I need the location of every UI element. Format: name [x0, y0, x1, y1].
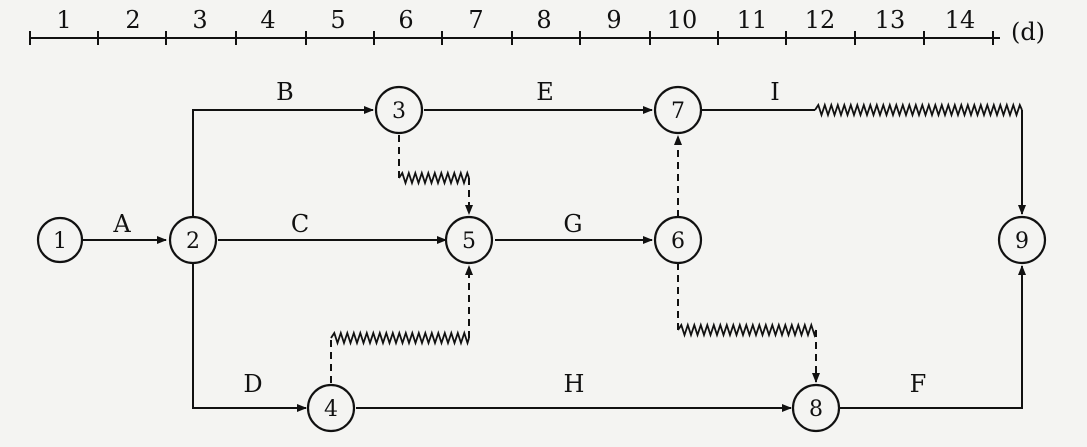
activity-label-h: H	[564, 370, 585, 398]
tick-label-2: 2	[125, 6, 140, 34]
node-5: 5	[444, 215, 494, 265]
tick-label-9: 9	[606, 6, 621, 34]
tick-label-7: 7	[468, 6, 483, 34]
activity-label-e: E	[536, 78, 554, 106]
wave-dummy-3-5	[398, 170, 470, 186]
node-3: 3	[374, 85, 424, 135]
node-7: 7	[653, 85, 703, 135]
node-label-2: 2	[186, 229, 200, 254]
timescale-ruler: 1 2 3 4 5 6 7 8 9 10 11 12 13 14 (d)	[29, 6, 1045, 46]
tick-label-4: 4	[260, 6, 275, 34]
event-nodes: 1 2 3 4 5 6 7 8	[36, 85, 1047, 433]
arrow-b	[192, 106, 374, 217]
tick-marks	[29, 31, 994, 45]
activity-label-d: D	[243, 370, 262, 398]
node-4: 4	[306, 383, 356, 433]
node-2: 2	[168, 215, 218, 265]
tick-labels: 1 2 3 4 5 6 7 8 9 10 11 12 13 14 (d)	[56, 6, 1045, 46]
node-label-8: 8	[809, 397, 823, 422]
tick-label-3: 3	[192, 6, 207, 34]
wave-activity-i	[814, 102, 1023, 118]
node-label-9: 9	[1015, 229, 1029, 254]
node-9: 9	[997, 215, 1047, 265]
activity-label-f: F	[910, 370, 927, 398]
arrow-d	[192, 263, 307, 412]
node-8: 8	[791, 383, 841, 433]
tick-label-14: 14	[945, 6, 976, 34]
activity-label-i: I	[770, 78, 779, 106]
node-label-6: 6	[671, 229, 685, 254]
activity-labels: A B C D E F G H I	[112, 78, 926, 398]
activity-arrows	[82, 106, 1026, 412]
tick-label-10: 10	[667, 6, 698, 34]
free-float-waves	[330, 102, 1023, 347]
node-1: 1	[36, 216, 84, 264]
tick-label-12: 12	[805, 6, 836, 34]
activity-label-a: A	[112, 210, 131, 238]
node-6: 6	[653, 215, 703, 265]
activity-label-c: C	[291, 210, 309, 238]
wave-dummy-4-5	[330, 330, 470, 347]
node-label-3: 3	[392, 99, 406, 124]
tick-label-11: 11	[737, 6, 768, 34]
activity-label-g: G	[563, 210, 582, 238]
wave-dummy-6-8	[677, 322, 817, 339]
arrow-f	[840, 265, 1026, 409]
tick-label-6: 6	[398, 6, 413, 34]
activity-label-b: B	[276, 78, 294, 106]
node-label-7: 7	[671, 99, 685, 124]
node-label-4: 4	[324, 397, 338, 422]
tick-label-5: 5	[330, 6, 345, 34]
tick-label-8: 8	[536, 6, 551, 34]
timescale-unit: (d)	[1011, 18, 1045, 46]
node-label-1: 1	[53, 229, 67, 254]
tick-label-13: 13	[875, 6, 906, 34]
tick-label-1: 1	[56, 6, 71, 34]
dummy-arrows	[330, 135, 820, 383]
node-label-5: 5	[462, 229, 476, 254]
